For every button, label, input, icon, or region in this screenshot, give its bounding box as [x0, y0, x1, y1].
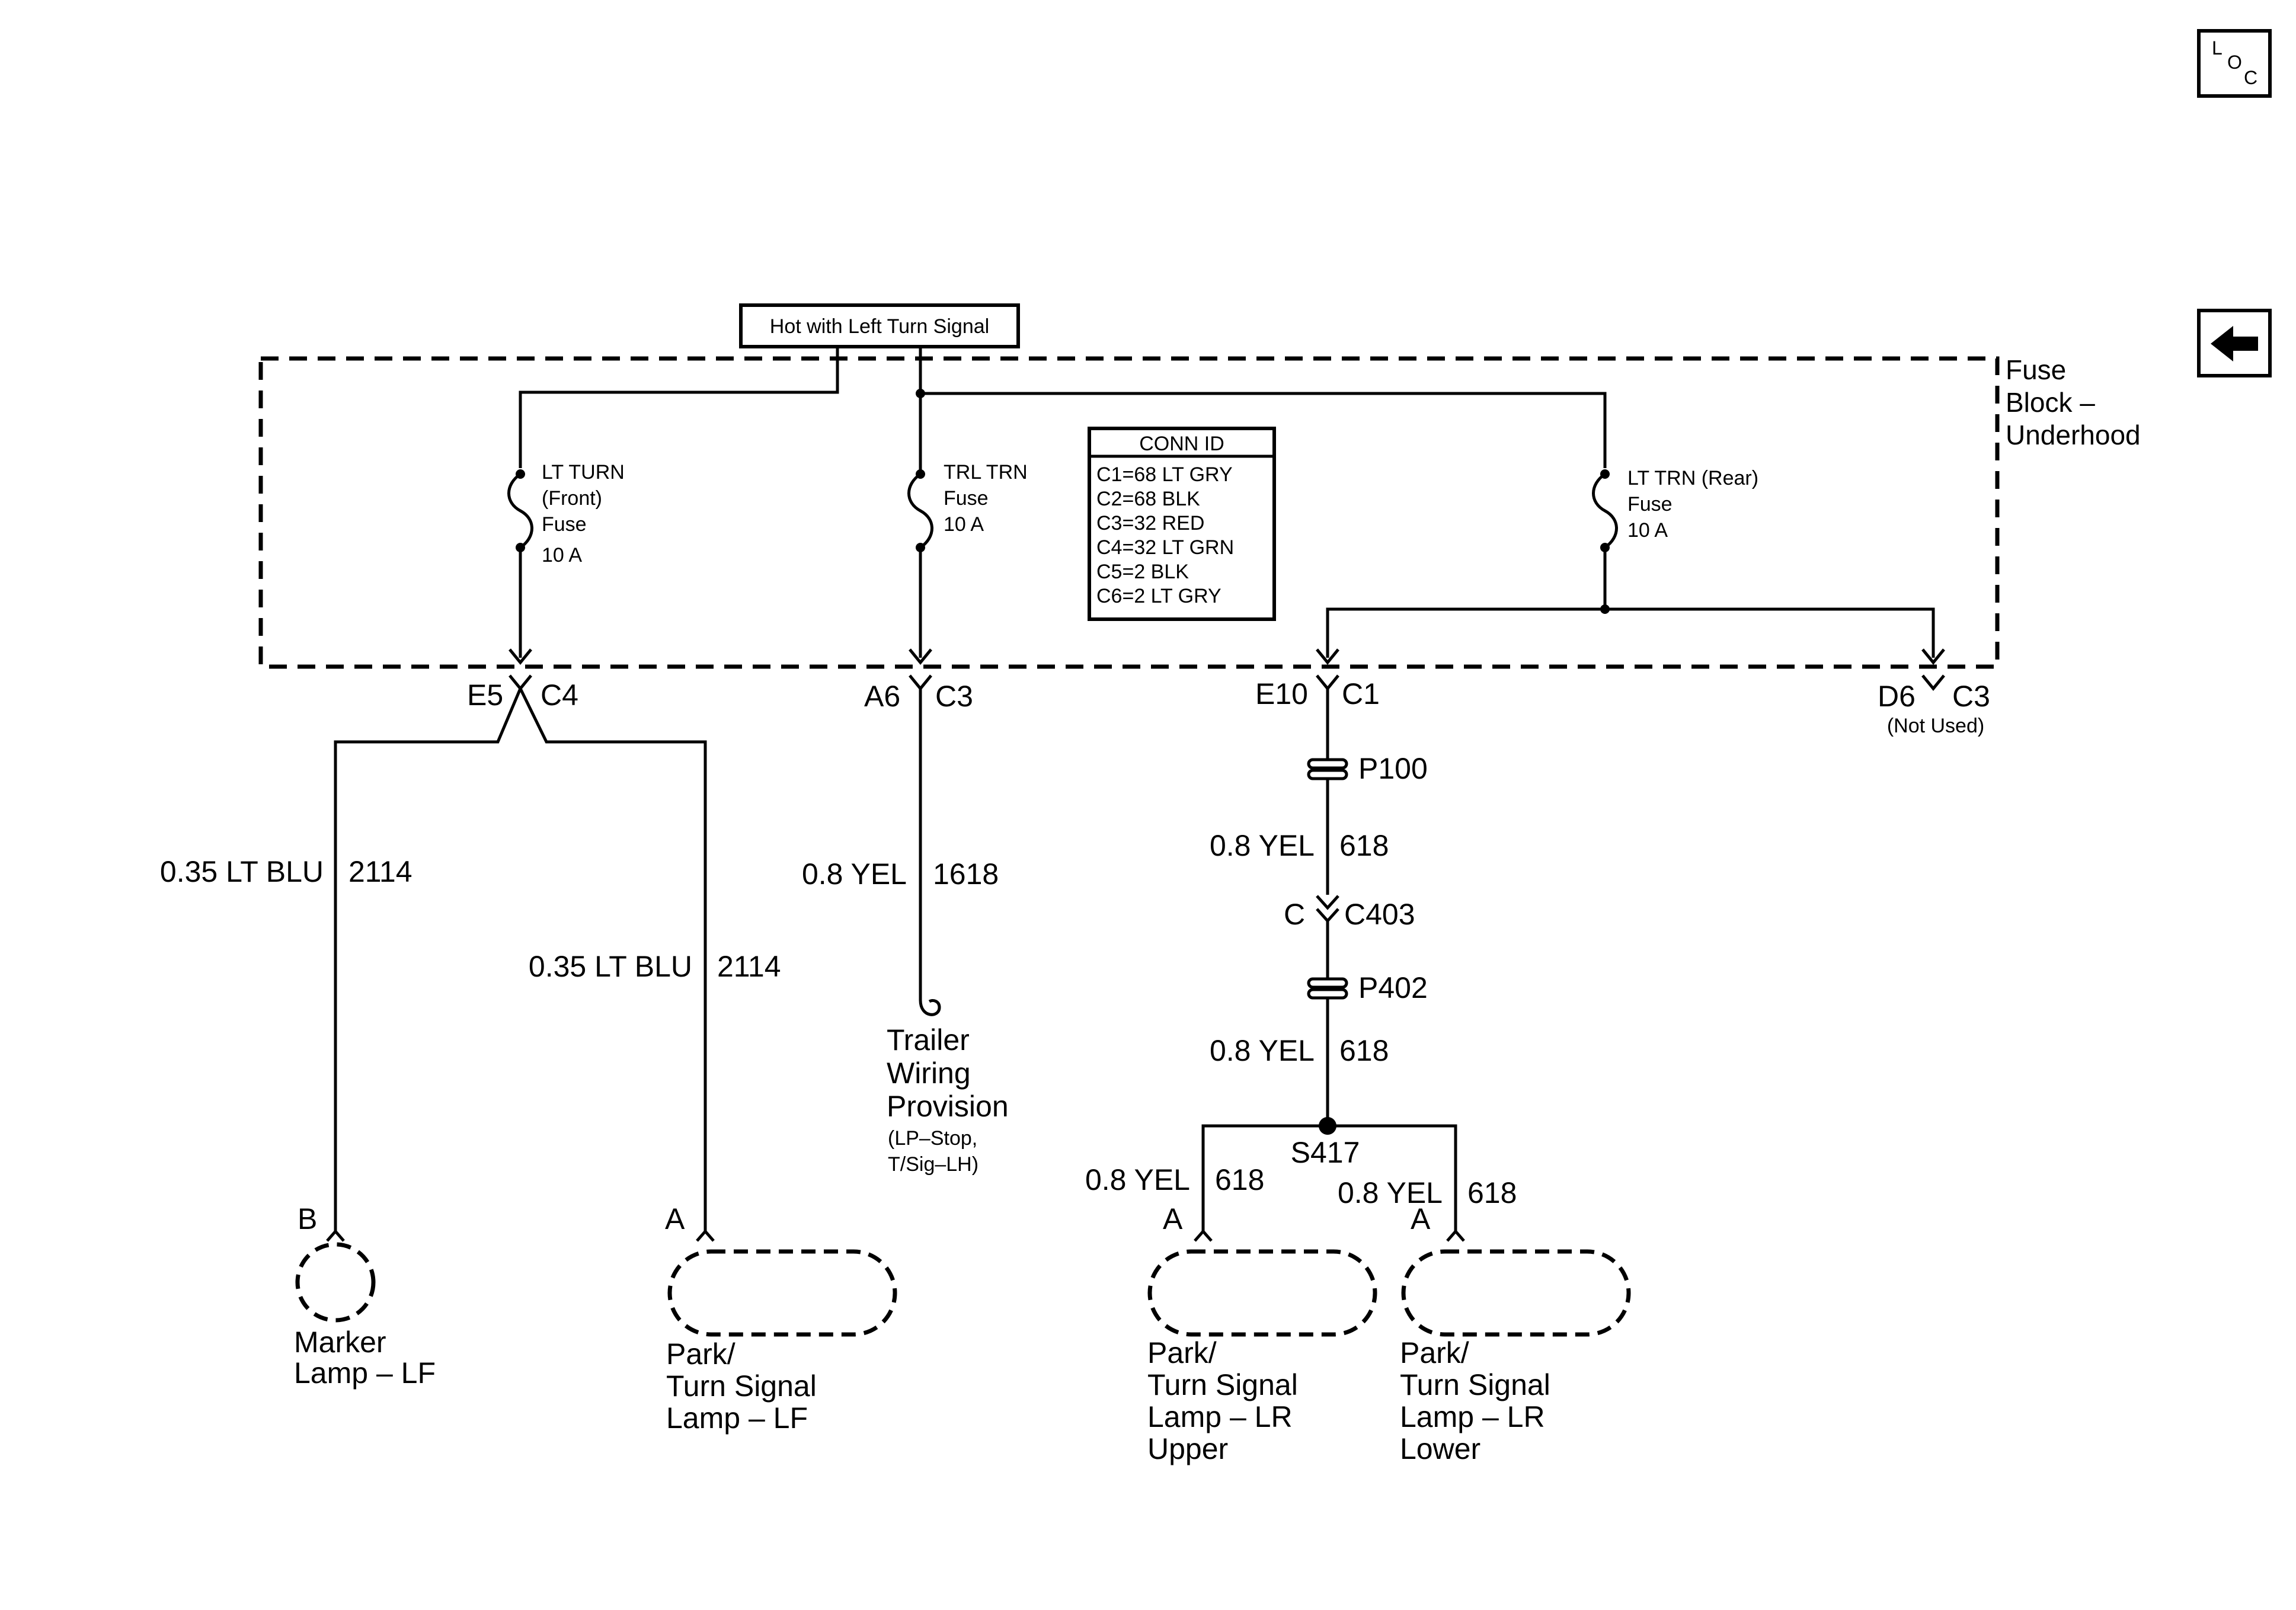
splice-s417-label: S417 — [1291, 1136, 1360, 1169]
wire-gauge: 0.8 YEL — [1338, 1176, 1443, 1209]
lamp-park-turn-lr-lower-label: Park/ Turn Signal Lamp – LR Lower — [1400, 1336, 1559, 1465]
fuse-lt-trn-rear: LT TRN (Rear) Fuse 10 A — [1316, 467, 1945, 665]
lamp-park-turn-lf-pin: A — [665, 1202, 685, 1235]
fuse-block-label: Fuse Block – Underhood — [2006, 354, 2141, 450]
conn-id-row: C5=2 BLK — [1096, 561, 1189, 583]
loc-button[interactable]: L O C — [2197, 29, 2272, 98]
fuse-trl-trn-label: TRL TRN Fuse 10 A — [944, 461, 1033, 536]
fuse-lt-turn-front-label: LT TURN (Front) Fuse 10 A — [542, 461, 630, 566]
trailer-note: (LP–Stop, T/Sig–LH) — [888, 1127, 983, 1176]
wire-circuit: 618 — [1339, 829, 1389, 862]
loc-letter-o: O — [2227, 52, 2242, 73]
wire-gauge: 0.8 YEL — [1085, 1163, 1190, 1196]
connector-d6-c3: D6 C3 (Not Used) — [1878, 674, 1990, 737]
left-arrow-icon — [2211, 326, 2258, 361]
loc-letter-l: L — [2212, 37, 2223, 59]
wire-label-w4: 0.8 YEL 618 — [1210, 829, 1389, 862]
fuse-lt-trn-rear-label: LT TRN (Rear) Fuse 10 A — [1627, 467, 1764, 542]
wire-circuit: 618 — [1215, 1163, 1264, 1196]
lamp-park-turn-lr-lower: A Park/ Turn Signal Lamp – LR Lower — [1400, 1202, 1631, 1465]
wire-gauge: 0.8 YEL — [1210, 829, 1315, 862]
wire-label-w3: 0.8 YEL 1618 — [802, 857, 999, 891]
connector-d6-conn: C3 — [1952, 680, 1990, 713]
conn-id-row: C6=2 LT GRY — [1096, 585, 1221, 607]
wire-label-w2: 0.35 LT BLU 2114 — [529, 950, 781, 983]
hot-label: Hot with Left Turn Signal — [770, 315, 989, 338]
wire-label-w7: 0.8 YEL 618 — [1338, 1176, 1517, 1209]
wire-circuit: 1618 — [933, 857, 999, 891]
wire-gauge: 0.8 YEL — [802, 857, 907, 891]
trailer-wiring-provision: Trailer Wiring Provision (LP–Stop, T/Sig… — [887, 1023, 1009, 1176]
conn-id-row: C3=32 RED — [1096, 512, 1204, 534]
fuse-block-bus — [519, 347, 1607, 468]
connector-c403-conn: C403 — [1344, 898, 1415, 931]
connector-e10-c1: E10 C1 — [1255, 674, 1380, 758]
conn-id-row: C2=68 BLK — [1096, 488, 1200, 510]
passthrough-p402-label: P402 — [1358, 971, 1428, 1004]
lamp-park-turn-lr-upper-pin: A — [1163, 1202, 1183, 1235]
connector-e5-c4: E5 C4 — [334, 674, 707, 1231]
conn-id-row: C1=68 LT GRY — [1096, 463, 1233, 486]
wire-circuit: 618 — [1339, 1034, 1389, 1067]
hot-label-box: Hot with Left Turn Signal — [739, 303, 1020, 348]
passthrough-p100-label: P100 — [1358, 752, 1428, 785]
passthrough-p402: P402 — [1307, 971, 1428, 1126]
passthrough-p100: P100 — [1307, 752, 1428, 895]
trailer-label: Trailer Wiring Provision — [887, 1023, 1009, 1123]
wire-label-w6: 0.8 YEL 618 — [1085, 1163, 1264, 1196]
lamp-marker-lf-pin: B — [298, 1202, 317, 1235]
connector-a6-conn: C3 — [935, 680, 973, 713]
wire-label-w1: 0.35 LT BLU 2114 — [160, 855, 412, 888]
lamp-park-turn-lf-label: Park/ Turn Signal Lamp – LF — [666, 1337, 825, 1435]
lamp-park-turn-lr-upper-label: Park/ Turn Signal Lamp – LR Upper — [1147, 1336, 1306, 1465]
connector-e10-conn: C1 — [1342, 677, 1380, 710]
wire-gauge: 0.8 YEL — [1210, 1034, 1315, 1067]
connector-e10-pin: E10 — [1255, 677, 1308, 710]
lamp-park-turn-lr-upper: A Park/ Turn Signal Lamp – LR Upper — [1147, 1202, 1377, 1465]
connector-d6-pin: D6 — [1878, 680, 1916, 713]
wire-gauge: 0.35 LT BLU — [160, 855, 324, 888]
fuse-trl-trn: TRL TRN Fuse 10 A — [907, 393, 1033, 665]
fuse-block-outline — [258, 356, 2000, 669]
conn-id-title: CONN ID — [1139, 433, 1224, 455]
connector-d6-note: (Not Used) — [1887, 715, 1984, 737]
splice-s417: S417 — [1201, 1117, 1457, 1231]
conn-id-table: CONN ID C1=68 LT GRY C2=68 BLK C3=32 RED… — [1088, 427, 1276, 621]
loc-letter-c: C — [2244, 67, 2257, 88]
wire-label-w5: 0.8 YEL 618 — [1210, 1034, 1389, 1067]
lamp-marker-lf-label: Marker Lamp – LF — [294, 1326, 436, 1390]
connector-c403-pin: C — [1284, 898, 1305, 931]
lamp-marker-lf: B Marker Lamp – LF — [294, 1202, 436, 1390]
connector-e5-conn: C4 — [541, 678, 578, 712]
lamp-park-turn-lf: A Park/ Turn Signal Lamp – LF — [665, 1202, 897, 1435]
connector-e5-pin: E5 — [467, 678, 503, 712]
lamp-park-turn-lr-lower-pin: A — [1411, 1202, 1431, 1235]
connector-c403: C C403 — [1284, 895, 1415, 978]
wire-circuit: 618 — [1467, 1176, 1517, 1209]
wire-circuit: 2114 — [348, 855, 412, 888]
wire-gauge: 0.35 LT BLU — [529, 950, 692, 983]
connector-a6-pin: A6 — [864, 680, 900, 713]
conn-id-row: C4=32 LT GRN — [1096, 536, 1234, 559]
wire-circuit: 2114 — [717, 950, 781, 983]
fuse-lt-turn-front: LT TURN (Front) Fuse 10 A — [507, 461, 630, 665]
back-button[interactable] — [2197, 309, 2272, 377]
connector-a6-c3: A6 C3 — [864, 674, 973, 1016]
